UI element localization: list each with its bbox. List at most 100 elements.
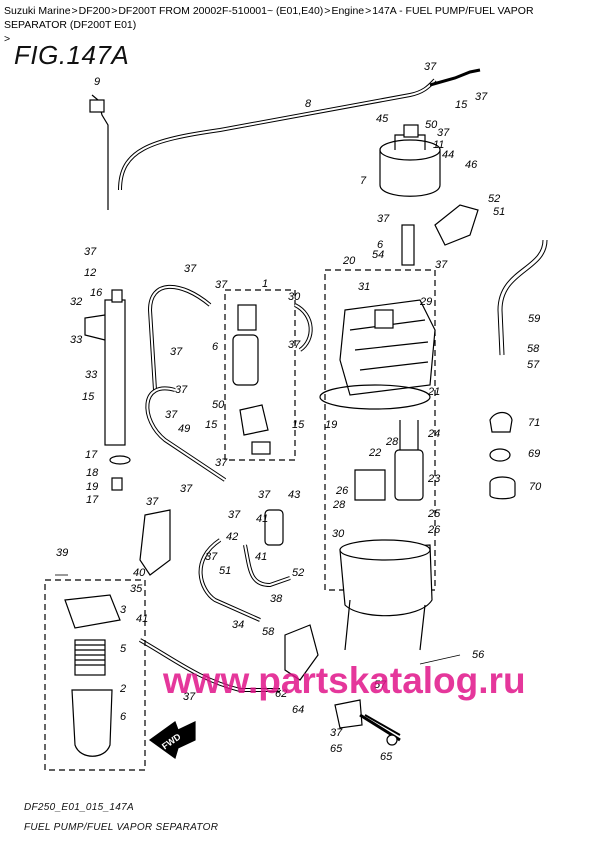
callout-label: 32 (70, 296, 82, 308)
tie-strap (91, 94, 109, 210)
callout-label: 28 (385, 436, 399, 448)
callout-label: 6 (120, 711, 127, 723)
callout-label: 70 (529, 481, 542, 493)
callout-label: 56 (472, 649, 485, 661)
callout-label: 57 (527, 359, 540, 371)
callout-label: 15 (292, 419, 305, 431)
callout-label: 62 (275, 688, 287, 700)
callout-label: 40 (133, 567, 146, 579)
callout-label: 23 (427, 473, 441, 485)
callout-label: 69 (528, 448, 540, 460)
callout-label: 34 (232, 619, 244, 631)
callout-label: 37 (184, 263, 197, 275)
callout-label: 16 (90, 287, 103, 299)
callout-label: 37 (84, 246, 97, 258)
callout-label: 37 (475, 91, 488, 103)
callout-label: 26 (427, 524, 441, 536)
callout-label: 41 (136, 613, 148, 625)
callout-label: 41 (256, 513, 268, 525)
callout-label: 37 (175, 384, 188, 396)
callout-label: 21 (427, 386, 440, 398)
callout-label: 45 (376, 113, 389, 125)
callout-label: 11 (433, 139, 444, 151)
callout-label: 37 (424, 61, 437, 73)
callout-label: 28 (332, 499, 346, 511)
callout-label: 38 (270, 593, 283, 605)
callout-label: 51 (493, 206, 505, 218)
hose-44 (147, 284, 212, 391)
callout-label: 59 (528, 313, 540, 325)
callout-label: 37 (215, 279, 228, 291)
callout-label: 9 (94, 76, 100, 88)
callout-label: 8 (305, 98, 312, 110)
callout-label: 24 (427, 428, 440, 440)
callout-label: 37 (165, 409, 178, 421)
callout-label: 1 (262, 278, 268, 290)
breadcrumb-item-df200[interactable]: DF200 (78, 5, 111, 17)
diagram-artwork (44, 68, 548, 771)
breadcrumb-separator: > (324, 5, 331, 17)
figure-title: FIG.147A (14, 40, 130, 70)
breadcrumb-separator: > (71, 5, 78, 17)
callout-label: 26 (335, 485, 349, 497)
breadcrumb-separator: > (365, 5, 372, 17)
breadcrumb: Suzuki Marine>DF200>DF200T FROM 20002F-5… (4, 4, 596, 46)
breadcrumb-item-current: 147A - FUEL PUMP/FUEL VAPOR SEPARATOR (D… (4, 5, 534, 31)
callout-label: 37 (435, 259, 448, 271)
breadcrumb-trailing-separator: > (4, 33, 11, 45)
callout-label: 37 (146, 496, 159, 508)
breadcrumb-item-model[interactable]: DF200T FROM 20002F-510001~ (E01,E40) (118, 5, 324, 17)
bracket-45 (139, 509, 171, 576)
breadcrumb-item-engine[interactable]: Engine (331, 5, 365, 17)
callout-label: 64 (292, 704, 304, 716)
callout-label: 37 (437, 127, 450, 139)
pump-box (224, 289, 296, 461)
callout-label: 58 (262, 626, 275, 638)
callout-label: 3 (120, 604, 127, 616)
callout-label: 43 (288, 489, 301, 501)
callout-label: 30 (332, 528, 345, 540)
bracket-67 (434, 204, 479, 246)
callout-label: 17 (85, 449, 98, 461)
callout-label: 50 (212, 399, 225, 411)
callout-label: 46 (465, 159, 478, 171)
callout-label: 37 (215, 457, 228, 469)
callout-label: 41 (255, 551, 267, 563)
fwd-arrow (148, 721, 196, 759)
callout-label: 33 (70, 334, 83, 346)
callout-label: 7 (360, 175, 367, 187)
callout-label: 37 (180, 483, 193, 495)
callout-label: 37 (228, 509, 241, 521)
callout-label: 19 (86, 481, 98, 493)
callout-label: 65 (380, 751, 393, 763)
callout-label: 29 (419, 296, 432, 308)
callout-label: 52 (488, 193, 500, 205)
fuel-filter-52 (264, 509, 284, 546)
watermark: www.partskatalog.ru (162, 660, 526, 701)
callout-label: 5 (120, 643, 127, 655)
filter-bowl-6 (71, 689, 113, 757)
callout-label: 57 (374, 679, 387, 691)
callout-label: 42 (226, 531, 238, 543)
callout-label: 31 (358, 281, 370, 293)
callout-label: 17 (86, 494, 99, 506)
mount-55 (334, 699, 363, 729)
callout-label: 65 (330, 743, 343, 755)
callout-label: 58 (527, 343, 540, 355)
callout-label: 52 (292, 567, 304, 579)
bracket-64 (284, 624, 319, 681)
callout-label: 18 (86, 467, 99, 479)
filter-box (44, 579, 146, 771)
callout-label: 15 (82, 391, 95, 403)
hose-53 (243, 544, 291, 588)
callout-label: 44 (442, 149, 454, 161)
callout-label: 12 (84, 267, 96, 279)
breadcrumb-item-suzuki-marine[interactable]: Suzuki Marine (4, 5, 71, 17)
bracket-16 (104, 299, 126, 446)
elbow-fitting (429, 68, 481, 87)
callout-label: 15 (455, 99, 468, 111)
callout-label: 22 (368, 447, 381, 459)
figure-caption: FUEL PUMP/FUEL VAPOR SEPARATOR (24, 822, 219, 833)
filter-element-5 (74, 639, 106, 676)
